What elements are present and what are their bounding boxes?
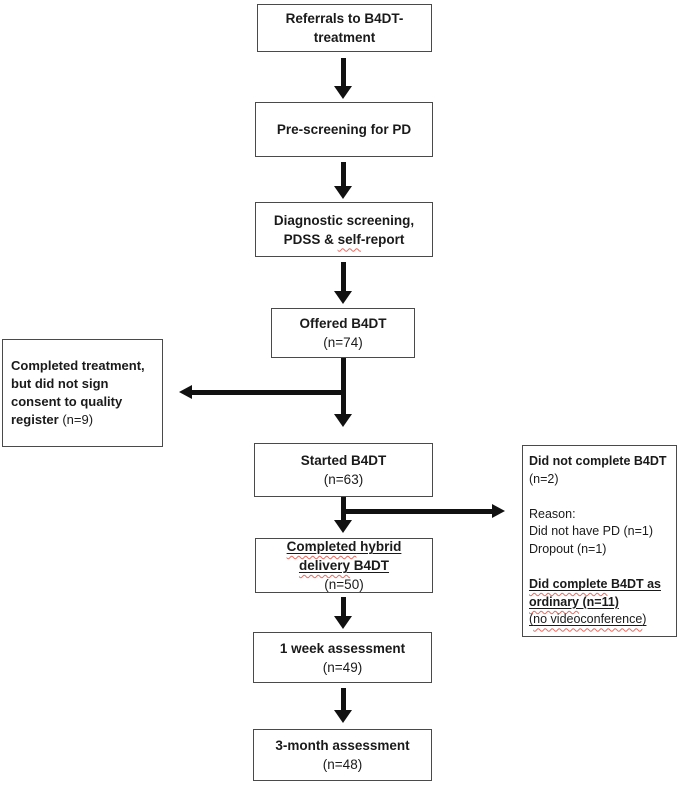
box-month3-line2: (n=48) (323, 755, 362, 774)
box-month3: 3-month assessment (n=48) (253, 729, 432, 781)
arrow-shaft (341, 497, 346, 520)
arrow-left-icon (179, 385, 192, 399)
box-not-completed-line9: ordinary (n=11) (529, 594, 619, 612)
box-no-consent-line2: but did not sign (11, 375, 108, 393)
box-started: Started B4DT (n=63) (254, 443, 433, 497)
box-not-completed-count2: (n=11) (579, 594, 619, 609)
box-prescreening-line1: Pre-screening for PD (277, 120, 411, 139)
box-referrals: Referrals to B4DT- treatment (257, 4, 432, 52)
arrow-down-icon (334, 186, 352, 199)
box-offered-line1: Offered B4DT (299, 314, 386, 333)
box-diagnostic-squiggle-word: self (337, 231, 361, 247)
box-completed-hybrid-line3: (n=50) (324, 575, 363, 594)
box-no-consent-text1: Completed treatment, (11, 358, 145, 373)
box-no-consent: Completed treatment, but did not sign co… (2, 339, 163, 447)
box-no-consent-text4: register (11, 412, 59, 427)
box-referrals-text1: Referrals to B4DT- (285, 11, 404, 26)
box-week1-count: (n=49) (322, 659, 363, 675)
box-diagnostic-line1: Diagnostic screening, (274, 211, 414, 230)
arrow-shaft (341, 162, 346, 187)
box-completed-hybrid-line1: Completed hybrid (287, 537, 402, 556)
arrow-down-icon (334, 414, 352, 427)
box-not-completed-text10b: ) (642, 612, 647, 627)
arrow-shaft (343, 509, 492, 514)
box-not-completed-text10a: ( (529, 612, 534, 627)
box-not-completed-text8: B4DT as (607, 577, 661, 592)
box-no-consent-line1: Completed treatment, (11, 357, 145, 375)
box-offered-line2: (n=74) (323, 333, 362, 352)
arrow-shaft (341, 358, 346, 414)
box-referrals-line1: Referrals to B4DT- (286, 9, 404, 28)
box-prescreening-text1: Pre-screening for PD (276, 122, 412, 137)
box-started-line2: (n=63) (324, 470, 363, 489)
box-not-completed-line5: Did not have PD (n=1) (529, 523, 653, 541)
box-completed-hybrid-text1: hybrid (356, 539, 402, 554)
arrow-down-icon (334, 520, 352, 533)
box-completed-hybrid-squiggle2: delivery (298, 558, 351, 573)
box-not-completed-line2: (n=2) (529, 471, 559, 489)
box-month3-count: (n=48) (322, 757, 363, 772)
box-not-completed: Did not complete B4DT (n=2) Reason: Did … (522, 445, 677, 637)
box-not-completed-reason2: Dropout (n=1) (529, 542, 607, 556)
box-no-consent-line3: consent to quality (11, 393, 122, 411)
box-not-completed-squiggle3: no videoconference (533, 612, 643, 627)
box-month3-line1: 3-month assessment (275, 736, 409, 755)
box-week1: 1 week assessment (n=49) (253, 632, 432, 683)
box-diagnostic-text1: Diagnostic screening, (273, 212, 415, 228)
box-completed-hybrid-text2: B4DT (350, 558, 390, 573)
box-week1-line2: (n=49) (323, 658, 362, 677)
box-no-consent-line4: register (n=9) (11, 411, 93, 429)
box-not-completed-squiggle1: Did complete (529, 577, 608, 592)
arrow-down-icon (334, 86, 352, 99)
box-not-completed-line8: Did complete B4DT as (529, 576, 661, 594)
arrow-shaft (341, 58, 346, 87)
arrow-right-icon (492, 504, 505, 518)
box-not-completed-reason1: Did not have PD (n=1) (529, 524, 654, 539)
box-diagnostic: Diagnostic screening, PDSS & self-report (255, 202, 433, 257)
arrow-shaft (341, 688, 346, 710)
arrow-shaft (341, 597, 346, 616)
box-not-completed-reason-label: Reason: (529, 506, 576, 521)
box-offered: Offered B4DT (n=74) (271, 308, 415, 358)
box-not-completed-line4: Reason: (529, 506, 576, 524)
box-month3-text1: 3-month assessment (275, 738, 410, 753)
box-completed-hybrid-squiggle1: Completed (286, 539, 357, 554)
box-week1-text1: 1 week assessment (279, 640, 406, 656)
box-no-consent-text2: but did not sign (11, 376, 109, 391)
box-offered-count: (n=74) (323, 335, 363, 350)
box-completed-hybrid-line2: delivery B4DT (299, 556, 389, 575)
box-no-consent-text3: consent to quality (11, 394, 123, 409)
box-week1-line1: 1 week assessment (280, 639, 405, 658)
arrow-shaft (341, 262, 346, 291)
box-started-text1: Started B4DT (300, 453, 387, 468)
box-diagnostic-text2a: PDSS & (283, 231, 338, 247)
box-prescreening: Pre-screening for PD (255, 102, 433, 157)
box-not-completed-line6: Dropout (n=1) (529, 541, 606, 559)
box-offered-text1: Offered B4DT (299, 316, 387, 331)
box-completed-hybrid-count: (n=50) (324, 577, 364, 592)
box-diagnostic-text2b: -report (360, 231, 405, 247)
arrow-down-icon (334, 291, 352, 304)
box-referrals-line2: treatment (314, 28, 376, 47)
box-not-completed-title: Did not complete B4DT (529, 454, 667, 469)
box-started-count: (n=63) (323, 472, 364, 487)
arrow-down-icon (334, 616, 352, 629)
arrow-shaft (191, 390, 346, 395)
box-not-completed-squiggle2: ordinary (529, 594, 580, 609)
box-completed-hybrid: Completed hybrid delivery B4DT (n=50) (255, 538, 433, 593)
box-not-completed-count: (n=2) (529, 471, 559, 486)
box-started-line1: Started B4DT (301, 451, 387, 470)
arrow-down-icon (334, 710, 352, 723)
box-not-completed-line1: Did not complete B4DT (529, 453, 667, 471)
box-no-consent-count: (n=9) (58, 412, 94, 427)
box-diagnostic-line2: PDSS & self-report (284, 230, 405, 249)
box-not-completed-line10: (no videoconference) (529, 611, 646, 629)
box-referrals-text2: treatment (313, 30, 376, 45)
